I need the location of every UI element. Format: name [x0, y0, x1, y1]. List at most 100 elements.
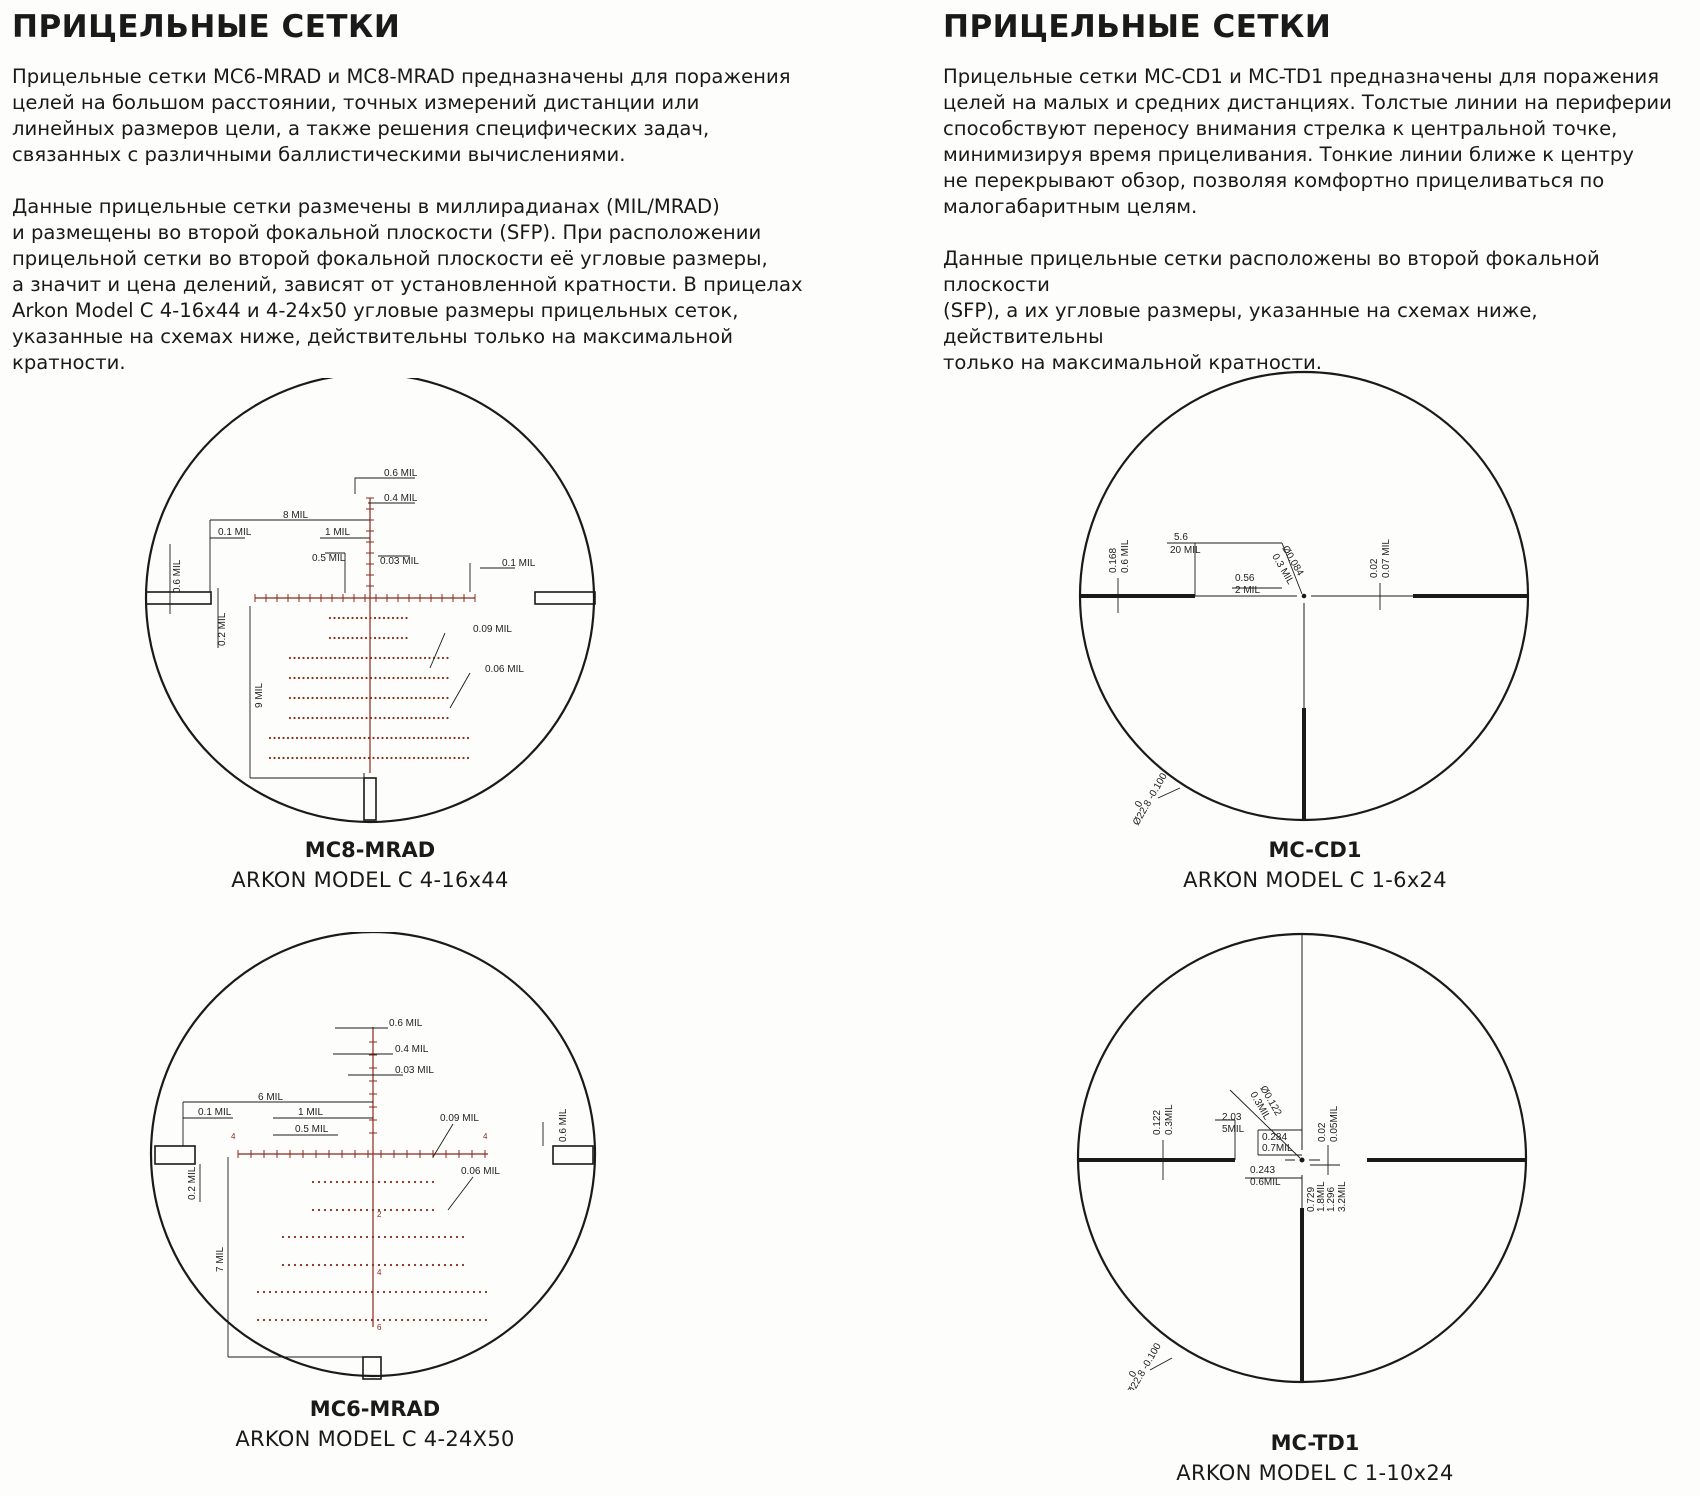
reticle-dot [359, 1208, 363, 1212]
mc8-label-side-post: 0.6 MIL [172, 559, 183, 593]
reticle-dot [389, 1208, 393, 1212]
cd1-crosshair [1080, 593, 1528, 820]
reticle-dot [292, 1318, 296, 1322]
reticle-dot [297, 676, 301, 680]
reticle-dot [333, 676, 337, 680]
reticle-dot [328, 1290, 332, 1294]
reticle-dot [365, 1263, 369, 1267]
reticle-dot [387, 636, 390, 640]
reticle-dot [449, 1235, 453, 1239]
reticle-dot [466, 756, 470, 760]
reticle-dot [274, 1318, 278, 1322]
td1-label-thick1: 0.122 [1152, 1110, 1163, 1135]
reticle-dot [293, 676, 296, 680]
mc8-label-thin: 0.1 MIL [218, 527, 252, 538]
reticle-dot [444, 736, 447, 740]
reticle-dot [472, 1318, 476, 1322]
reticle-dot [453, 736, 456, 740]
cd1-label-span1: 5.6 [1174, 532, 1188, 543]
reticle-dot [298, 1290, 302, 1294]
reticle-dot [395, 1235, 399, 1239]
mc6-number-2: 2 [377, 1210, 382, 1219]
reticle-dot [401, 1263, 405, 1267]
reticle-dot [401, 656, 404, 660]
reticle-dot [268, 736, 272, 740]
reticle-dot [333, 716, 337, 720]
reticle-dot [338, 656, 341, 660]
reticle-dot [322, 756, 326, 760]
reticle-dot [388, 1318, 392, 1322]
reticle-dot [455, 1235, 459, 1239]
reticle-dot [431, 1180, 435, 1184]
reticle-dot [425, 1263, 429, 1267]
reticle-dot [417, 736, 420, 740]
reticle-dot [395, 1180, 399, 1184]
reticle-dot [360, 716, 364, 720]
reticle-dot [347, 1180, 351, 1184]
reticle-dot [369, 696, 373, 700]
reticle-dot [437, 1263, 441, 1267]
reticle-dot [369, 616, 372, 620]
reticle-dot [309, 756, 312, 760]
reticle-dot [441, 696, 445, 700]
reticle-dot [347, 696, 350, 700]
reticle-dot [419, 1180, 423, 1184]
reticle-dot [358, 1290, 362, 1294]
reticle-dot [396, 696, 400, 700]
reticle-dot [395, 1263, 399, 1267]
reticle-dot [356, 656, 359, 660]
reticle-dot [365, 656, 368, 660]
reticle-dot [387, 716, 391, 720]
reticle-dot [437, 1235, 441, 1239]
mc6-left-post [154, 1145, 196, 1165]
reticle-dot [435, 756, 438, 760]
reticle-dot [441, 676, 445, 680]
reticle-dot [371, 1263, 375, 1267]
reticle-dot [419, 676, 422, 680]
mc6-title: MC6-MRAD [309, 1397, 441, 1421]
mc6-right-post [552, 1145, 594, 1165]
reticle-dot [345, 756, 348, 760]
reticle-dot [460, 1290, 464, 1294]
reticle-dot [455, 1263, 459, 1267]
cd1-label-gap2: 2 MIL [1235, 585, 1260, 596]
mc6-label-top-tick: 0.4 MIL [395, 1044, 429, 1055]
reticle-dot [304, 1318, 308, 1322]
reticle-dot [286, 1290, 290, 1294]
reticle-dot [345, 736, 348, 740]
reticle-dot [410, 716, 413, 720]
reticle-dot [329, 656, 332, 660]
reticle-dot [410, 696, 413, 700]
reticle-dot [472, 1290, 476, 1294]
reticle-dot [374, 676, 377, 680]
reticle-dot [340, 756, 344, 760]
reticle-dot [280, 1290, 284, 1294]
reticle-dot [280, 1318, 284, 1322]
reticle-dot [317, 1208, 321, 1212]
reticle-dot [407, 1263, 411, 1267]
reticle-dot [423, 716, 427, 720]
reticle-dot [378, 656, 382, 660]
reticle-dot [363, 736, 366, 740]
reticle-dot [351, 716, 355, 720]
td1-label-h2: 0.6MIL [1250, 1177, 1281, 1188]
td1-label-v2: 1.8MIL [1316, 1181, 1327, 1212]
reticle-dot [446, 716, 449, 720]
reticle-dot [317, 1180, 321, 1184]
reticle-dot [377, 1235, 381, 1239]
reticle-dot [401, 696, 404, 700]
reticle-dot [431, 1208, 435, 1212]
reticle-dot [354, 736, 357, 740]
cd1-label-thick-v2: 0.6 MIL [1120, 539, 1131, 573]
mc6-red-scale [238, 1027, 488, 1327]
td1-label-dia1: 0 [1127, 1369, 1140, 1380]
mc8-caption: MC8-MRAD ARKON MODEL C 4-16x44 [120, 835, 620, 895]
reticle-dot [356, 696, 359, 700]
reticle-dot [337, 616, 341, 620]
reticle-dot [431, 1235, 435, 1239]
reticle-dot [437, 696, 440, 700]
reticle-dot [430, 1290, 434, 1294]
reticle-dot [352, 1290, 356, 1294]
reticle-dot [311, 1180, 315, 1184]
reticle-dot [381, 756, 384, 760]
